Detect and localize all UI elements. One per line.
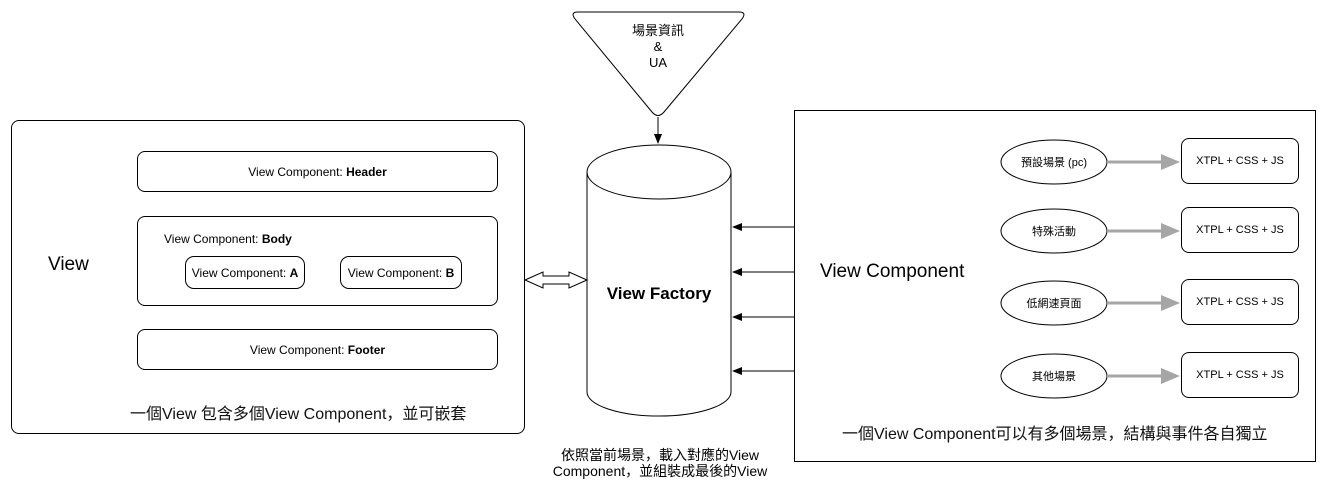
input-label: 場景資訊 & UA: [600, 20, 716, 74]
input-label-line2: &: [653, 39, 663, 54]
header-name: Header: [346, 164, 387, 179]
view-caption: 一個View 包含多個View Component，並可嵌套: [130, 406, 467, 423]
scenario-arrow-head-icon: [1161, 154, 1180, 170]
header-component: View Component: Header: [137, 151, 498, 192]
factory-caption: 依照當前場景，載入對應的View Component，並組裝成最後的View: [510, 447, 810, 479]
view-component-title: View Component: [820, 261, 965, 282]
input-label-line1: 場景資訊: [631, 23, 684, 38]
scenario-arrow-head-icon: [1161, 295, 1180, 311]
component-a-label: View Component: A: [192, 266, 299, 280]
input-triangle: [572, 11, 745, 116]
component-b-name: B: [445, 265, 455, 280]
component-b-prefix: View Component:: [347, 265, 446, 280]
footer-name: Footer: [347, 342, 386, 357]
input-label-line3: UA: [648, 55, 668, 70]
component-b: View Component: B: [340, 256, 462, 289]
view-component-container: [794, 110, 1316, 462]
view-component-caption: 一個View Component可以有多個場景，結構與事件各自獨立: [842, 426, 1268, 443]
footer-component: View Component: Footer: [137, 329, 498, 370]
scenario-output-label: XTPL + CSS + JS: [1196, 369, 1284, 381]
scenario-output-label: XTPL + CSS + JS: [1196, 296, 1284, 308]
view-factory-cylinder: [586, 144, 732, 417]
component-a: View Component: A: [185, 256, 305, 289]
body-prefix: View Component:: [164, 232, 262, 246]
view-title: View: [48, 254, 89, 275]
footer-prefix: View Component:: [249, 342, 348, 357]
header-prefix: View Component:: [248, 164, 347, 179]
scenario-label: 特殊活動: [1032, 226, 1076, 238]
view-factory-title: View Factory: [606, 284, 712, 303]
header-component-label: View Component: Header: [248, 165, 387, 179]
factory-caption-line2: Component，並組裝成最後的View: [552, 463, 768, 479]
scenario-output-box: XTPL + CSS + JS: [1181, 352, 1299, 398]
scenario-label: 低網速頁面: [1026, 298, 1082, 310]
scenario-label: 其他場景: [1032, 371, 1076, 383]
body-component-label: View Component: Body: [164, 232, 292, 246]
scenario-output-label: XTPL + CSS + JS: [1196, 155, 1284, 167]
scenario-output-box: XTPL + CSS + JS: [1181, 138, 1299, 184]
scenario-arrow-head-icon: [1161, 368, 1180, 384]
scenario-output-box: XTPL + CSS + JS: [1181, 207, 1299, 253]
component-a-prefix: View Component:: [191, 265, 290, 280]
scenario-arrow-head-icon: [1161, 223, 1180, 239]
scenario-label: 預設場景 (pc): [1021, 157, 1087, 169]
bidirectional-arrow: [523, 271, 589, 289]
factory-caption-line1: 依照當前場景，載入對應的View: [560, 447, 760, 463]
component-b-label: View Component: B: [348, 266, 455, 280]
body-name: Body: [261, 232, 292, 246]
component-a-name: A: [289, 265, 299, 280]
footer-component-label: View Component: Footer: [250, 343, 385, 357]
scenario-output-box: XTPL + CSS + JS: [1181, 279, 1299, 325]
scenario-output-label: XTPL + CSS + JS: [1196, 224, 1284, 236]
